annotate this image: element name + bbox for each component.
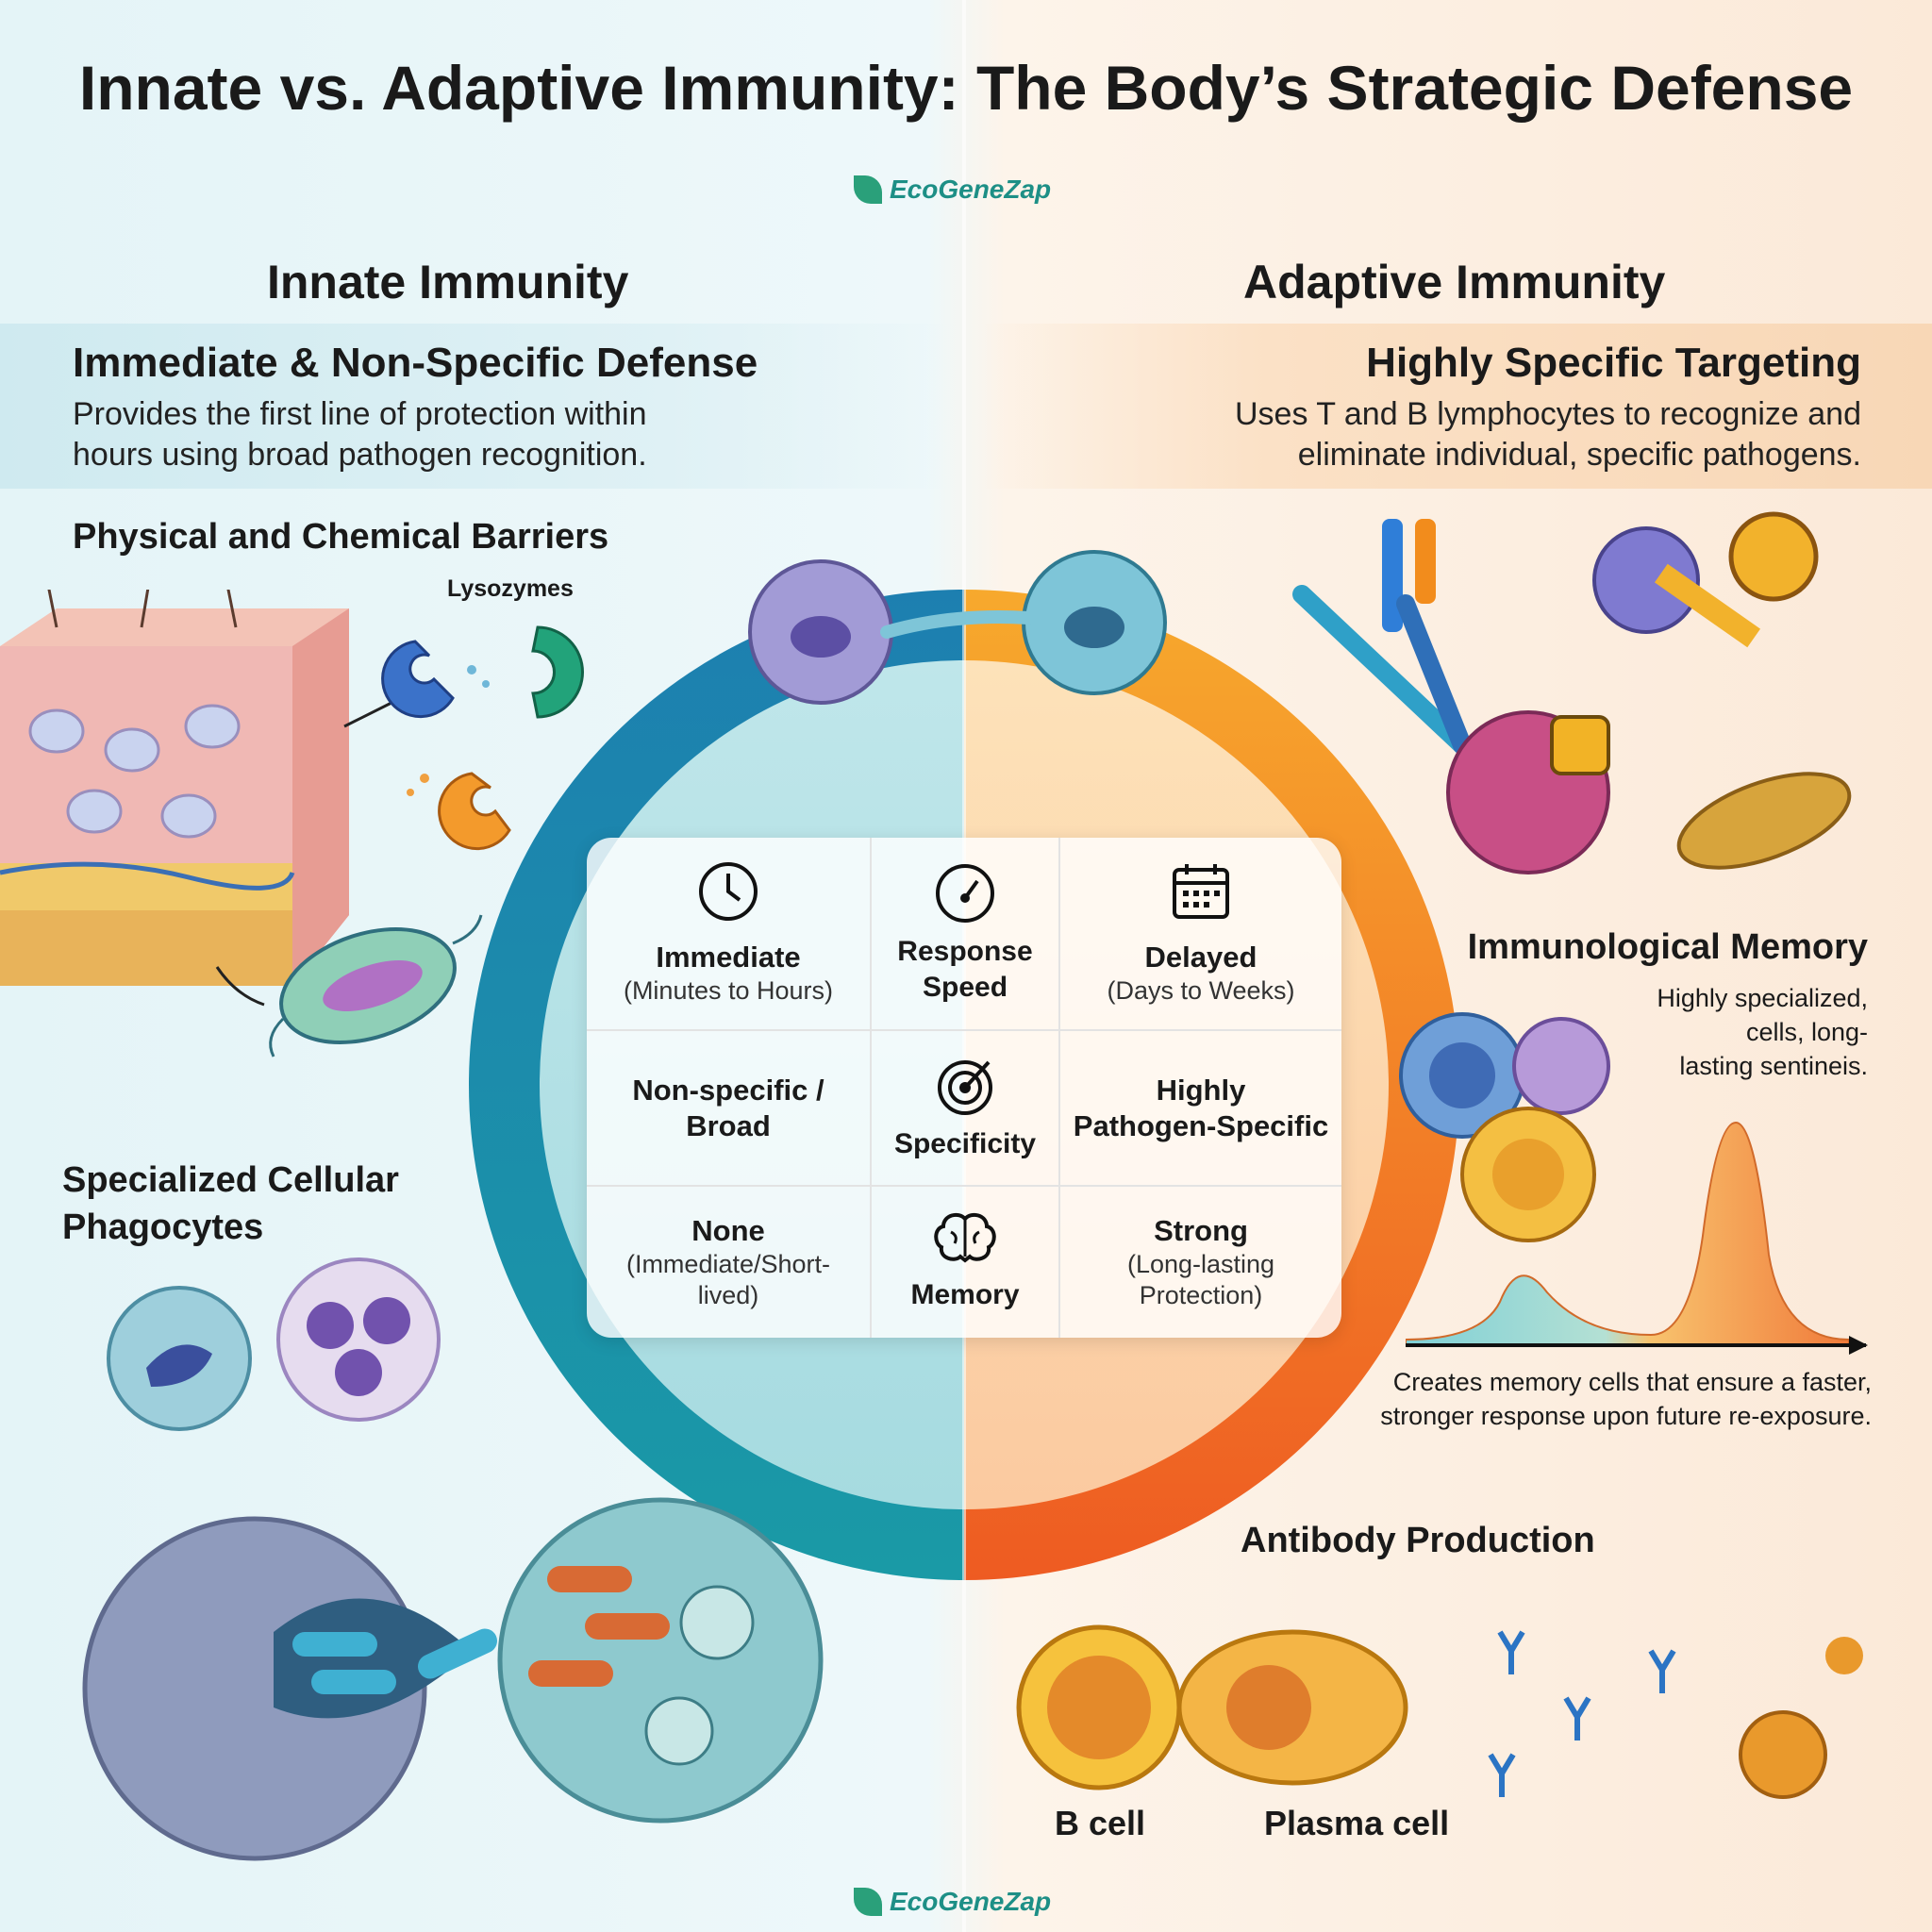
innate-specificity-cell: Non-specific / Broad bbox=[587, 1031, 872, 1187]
leaf-icon bbox=[854, 1888, 882, 1916]
innate-memory-value: None bbox=[691, 1214, 765, 1247]
adaptive-specificity-cell: Highly Pathogen-Specific bbox=[1060, 1031, 1341, 1187]
adaptive-heading: Adaptive Immunity bbox=[1243, 256, 1666, 308]
adaptive-description-1: Uses T and B lymphocytes to recognize an… bbox=[1235, 396, 1861, 432]
memory-caption-2: stronger response upon future re-exposur… bbox=[1380, 1402, 1872, 1430]
plasma-cell-label: Plasma cell bbox=[1264, 1804, 1450, 1842]
memory-label-cell: Memory bbox=[872, 1187, 1060, 1338]
lysozymes-label: Lysozymes bbox=[447, 575, 574, 602]
memory-cells-illustration bbox=[1399, 1012, 1610, 1242]
phagocytes-illustration bbox=[82, 1257, 824, 1861]
memory-heading: Immunological Memory bbox=[1467, 927, 1868, 967]
calendar-icon bbox=[1173, 864, 1229, 919]
innate-specificity-2: Broad bbox=[686, 1108, 771, 1142]
clock-icon bbox=[699, 862, 758, 921]
innate-memory-cell: None (Immediate/Short- lived) bbox=[587, 1187, 872, 1338]
phagocytes-heading-2: Phagocytes bbox=[62, 1208, 264, 1247]
brand-text: EcoGeneZap bbox=[890, 1887, 1052, 1916]
antibody-heading: Antibody Production bbox=[1241, 1521, 1595, 1560]
antibody-production-illustration bbox=[1016, 1624, 1863, 1799]
leaf-icon bbox=[854, 175, 882, 204]
innate-heading: Innate Immunity bbox=[267, 256, 629, 308]
skin-barrier-illustration bbox=[0, 590, 392, 1007]
memory-note-3: lasting sentineis. bbox=[1679, 1052, 1868, 1080]
innate-speed-cell: Immediate (Minutes to Hours) bbox=[587, 838, 872, 1031]
memory-note-1: Highly specialized, bbox=[1657, 984, 1868, 1012]
innate-description-2: hours using broad pathogen recognition. bbox=[73, 437, 647, 473]
adaptive-specificity-1: Highly bbox=[1156, 1073, 1246, 1107]
speed-label-cell: Response Speed bbox=[872, 838, 1060, 1031]
innate-summary-band bbox=[0, 324, 953, 489]
adaptive-memory-detail-2: Protection) bbox=[1139, 1281, 1263, 1309]
adaptive-memory-cell: Strong (Long-lasting Protection) bbox=[1060, 1187, 1341, 1338]
memory-caption-1: Creates memory cells that ensure a faste… bbox=[1392, 1368, 1872, 1396]
speedometer-icon bbox=[936, 863, 994, 923]
dendritic-cells-illustration bbox=[748, 550, 1167, 705]
adaptive-subheading: Highly Specific Targeting bbox=[1366, 340, 1861, 386]
innate-speed-detail: (Minutes to Hours) bbox=[623, 976, 834, 1005]
innate-description-1: Provides the first line of protection wi… bbox=[73, 396, 647, 432]
brand-bottom: EcoGeneZap bbox=[854, 1887, 1051, 1917]
adaptive-summary-band bbox=[981, 324, 1932, 489]
barriers-heading: Physical and Chemical Barriers bbox=[73, 517, 609, 557]
innate-memory-detail-2: lived) bbox=[697, 1281, 759, 1309]
adaptive-speed-value: Delayed bbox=[1144, 941, 1257, 974]
response-curve-illustration bbox=[1406, 1121, 1868, 1355]
specificity-label: Specificity bbox=[893, 1127, 1037, 1159]
memory-label: Memory bbox=[910, 1279, 1020, 1310]
memory-note-2: cells, long- bbox=[1745, 1018, 1868, 1046]
speed-label-2: Speed bbox=[922, 971, 1008, 1003]
lysozymes-illustration bbox=[381, 625, 584, 851]
phagocytes-heading-1: Specialized Cellular bbox=[62, 1160, 399, 1200]
adaptive-specificity-2: Pathogen-Specific bbox=[1073, 1108, 1329, 1142]
adaptive-memory-detail-1: (Long-lasting bbox=[1126, 1250, 1275, 1278]
brand-text: EcoGeneZap bbox=[890, 175, 1052, 204]
specificity-label-cell: Specificity bbox=[872, 1031, 1060, 1187]
adaptive-speed-detail: (Days to Weeks) bbox=[1107, 976, 1295, 1005]
innate-memory-detail-1: (Immediate/Short- bbox=[625, 1250, 831, 1278]
page-title: Innate vs. Adaptive Immunity: The Body’s… bbox=[78, 53, 1854, 123]
innate-speed-value: Immediate bbox=[656, 941, 801, 974]
speed-label-1: Response bbox=[897, 935, 1033, 967]
antigen-recognition-illustration bbox=[1292, 511, 1852, 874]
target-icon bbox=[938, 1059, 992, 1115]
brand-top: EcoGeneZap bbox=[854, 175, 1051, 205]
adaptive-memory-value: Strong bbox=[1154, 1214, 1248, 1247]
brain-icon bbox=[934, 1212, 996, 1263]
b-cell-label: B cell bbox=[1055, 1804, 1146, 1842]
bacterium-illustration bbox=[269, 914, 483, 1058]
innate-subheading: Immediate & Non-Specific Defense bbox=[73, 340, 758, 386]
adaptive-description-2: eliminate individual, specific pathogens… bbox=[1297, 437, 1861, 473]
comparison-table: Immediate (Minutes to Hours) Response Sp… bbox=[587, 838, 1341, 1338]
adaptive-speed-cell: Delayed (Days to Weeks) bbox=[1060, 838, 1341, 1031]
innate-specificity-1: Non-specific / bbox=[632, 1073, 824, 1107]
